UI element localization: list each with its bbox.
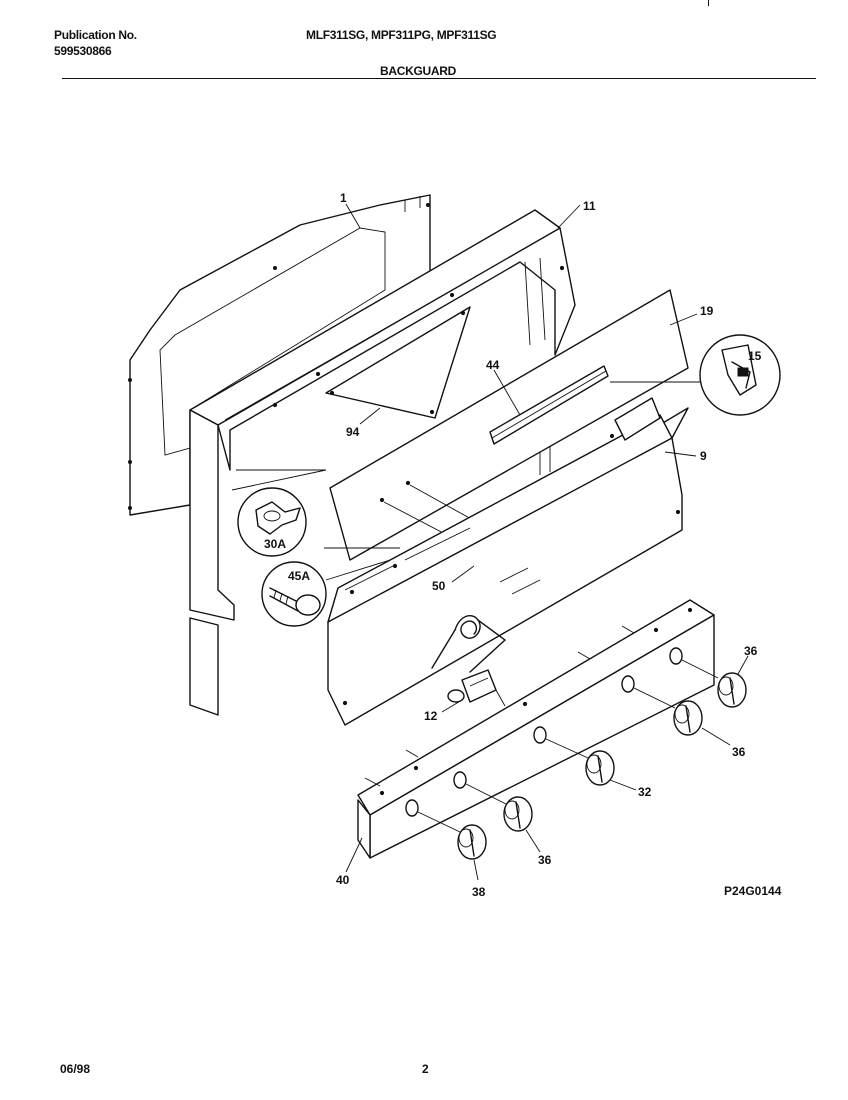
control-panel-part-9 [327,397,689,726]
leader-lines [231,203,749,881]
backguard-housing-part-11 [189,209,576,716]
publication-number: 599530866 [54,44,112,58]
callout-50: 50 [432,579,446,593]
callout-32: 32 [638,785,652,799]
detail-circle-part-30a [237,487,307,557]
knob-part-36-upper [681,659,747,708]
header-rule [62,78,816,79]
callout-12: 12 [424,709,438,723]
callout-38: 38 [472,885,486,899]
callout-36-lower: 36 [538,853,552,867]
publication-label: Publication No. [54,28,137,42]
knob-part-38 [417,811,487,860]
callout-11: 11 [583,199,596,213]
manifold-panel-part-40 [357,599,715,859]
knob-part-36-lower [465,783,533,832]
trim-strip-part-44 [489,365,609,445]
page-edge-tick [708,0,709,6]
detail-circle-part-15 [699,334,781,416]
part-callouts: 1 11 19 15 44 94 9 30A 45A 50 12 36 36 3… [264,191,762,899]
callout-94: 94 [346,425,360,439]
knob-part-36-middle [633,687,703,736]
timer-part-12 [431,614,506,707]
callout-30a: 30A [264,537,286,551]
footer-date: 06/98 [60,1062,91,1076]
callout-19: 19 [700,304,714,318]
rear-panel-part-1 [128,194,431,516]
callout-9: 9 [700,449,707,463]
knob-part-32 [545,738,615,786]
model-numbers: MLF311SG, MPF311PG, MPF311SG [306,28,497,42]
diagram-code: P24G0144 [724,884,782,898]
callout-40: 40 [336,873,350,887]
detail-circle-part-45a [261,561,327,627]
callout-45a: 45A [288,569,310,583]
footer-page-number: 2 [422,1062,429,1076]
callout-15: 15 [748,349,762,363]
bracket-part-94 [325,306,471,419]
callout-36-middle: 36 [732,745,746,759]
section-title: BACKGUARD [380,64,456,78]
callout-44: 44 [486,358,500,372]
callout-1: 1 [340,191,347,205]
callout-36-upper: 36 [744,644,758,658]
